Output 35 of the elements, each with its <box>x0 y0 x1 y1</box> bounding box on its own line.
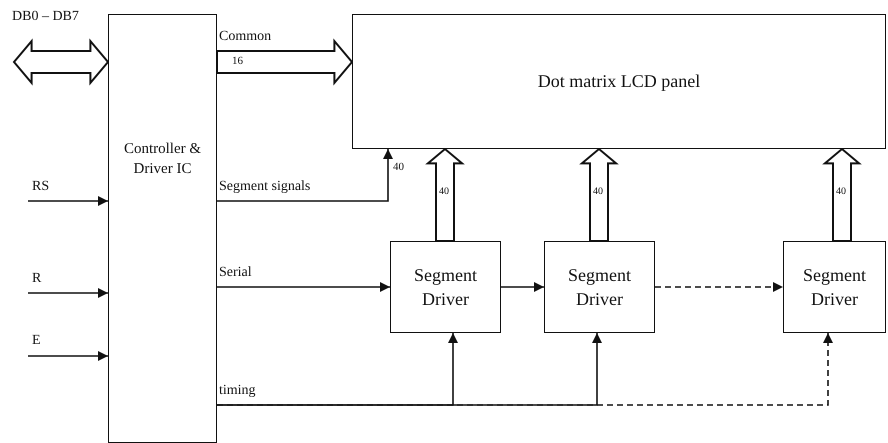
edge-label: Serial <box>219 266 252 280</box>
block <box>783 241 886 333</box>
block-label: Segment Driver <box>567 264 632 311</box>
bus-arrow <box>822 148 862 242</box>
signal-label: Common <box>219 30 272 44</box>
edge-label: RS <box>32 180 50 194</box>
block-label: Segment Driver <box>413 264 478 311</box>
edge-label: 40 <box>836 187 846 197</box>
block <box>108 14 217 443</box>
arrow <box>28 196 108 206</box>
edge-label: E <box>32 334 41 348</box>
block <box>544 241 655 333</box>
edge-label: 40 <box>439 187 449 197</box>
block <box>390 241 501 333</box>
edge-label: 40 <box>393 162 404 173</box>
edge-label: 16 <box>232 56 243 67</box>
arrow <box>28 288 108 298</box>
arrow <box>501 282 544 292</box>
signal-label: Segment signals <box>219 180 310 194</box>
arrow <box>655 282 783 292</box>
arrow <box>217 149 393 202</box>
bus-arrow <box>216 38 354 86</box>
edge-label: R <box>32 272 42 286</box>
block-label: Dot matrix LCD panel <box>538 70 700 94</box>
edge-label: 40 <box>593 187 603 197</box>
block-label: Controller & Driver IC <box>122 140 202 180</box>
block-label: Segment Driver <box>802 264 867 311</box>
bus-arrow <box>425 148 465 242</box>
arrow <box>28 351 108 361</box>
double-bus-arrow <box>12 38 110 86</box>
block <box>352 14 886 149</box>
arrow <box>217 282 390 292</box>
arrow <box>217 333 833 406</box>
bus-arrow <box>579 148 619 242</box>
signal-label: timing <box>219 384 256 398</box>
